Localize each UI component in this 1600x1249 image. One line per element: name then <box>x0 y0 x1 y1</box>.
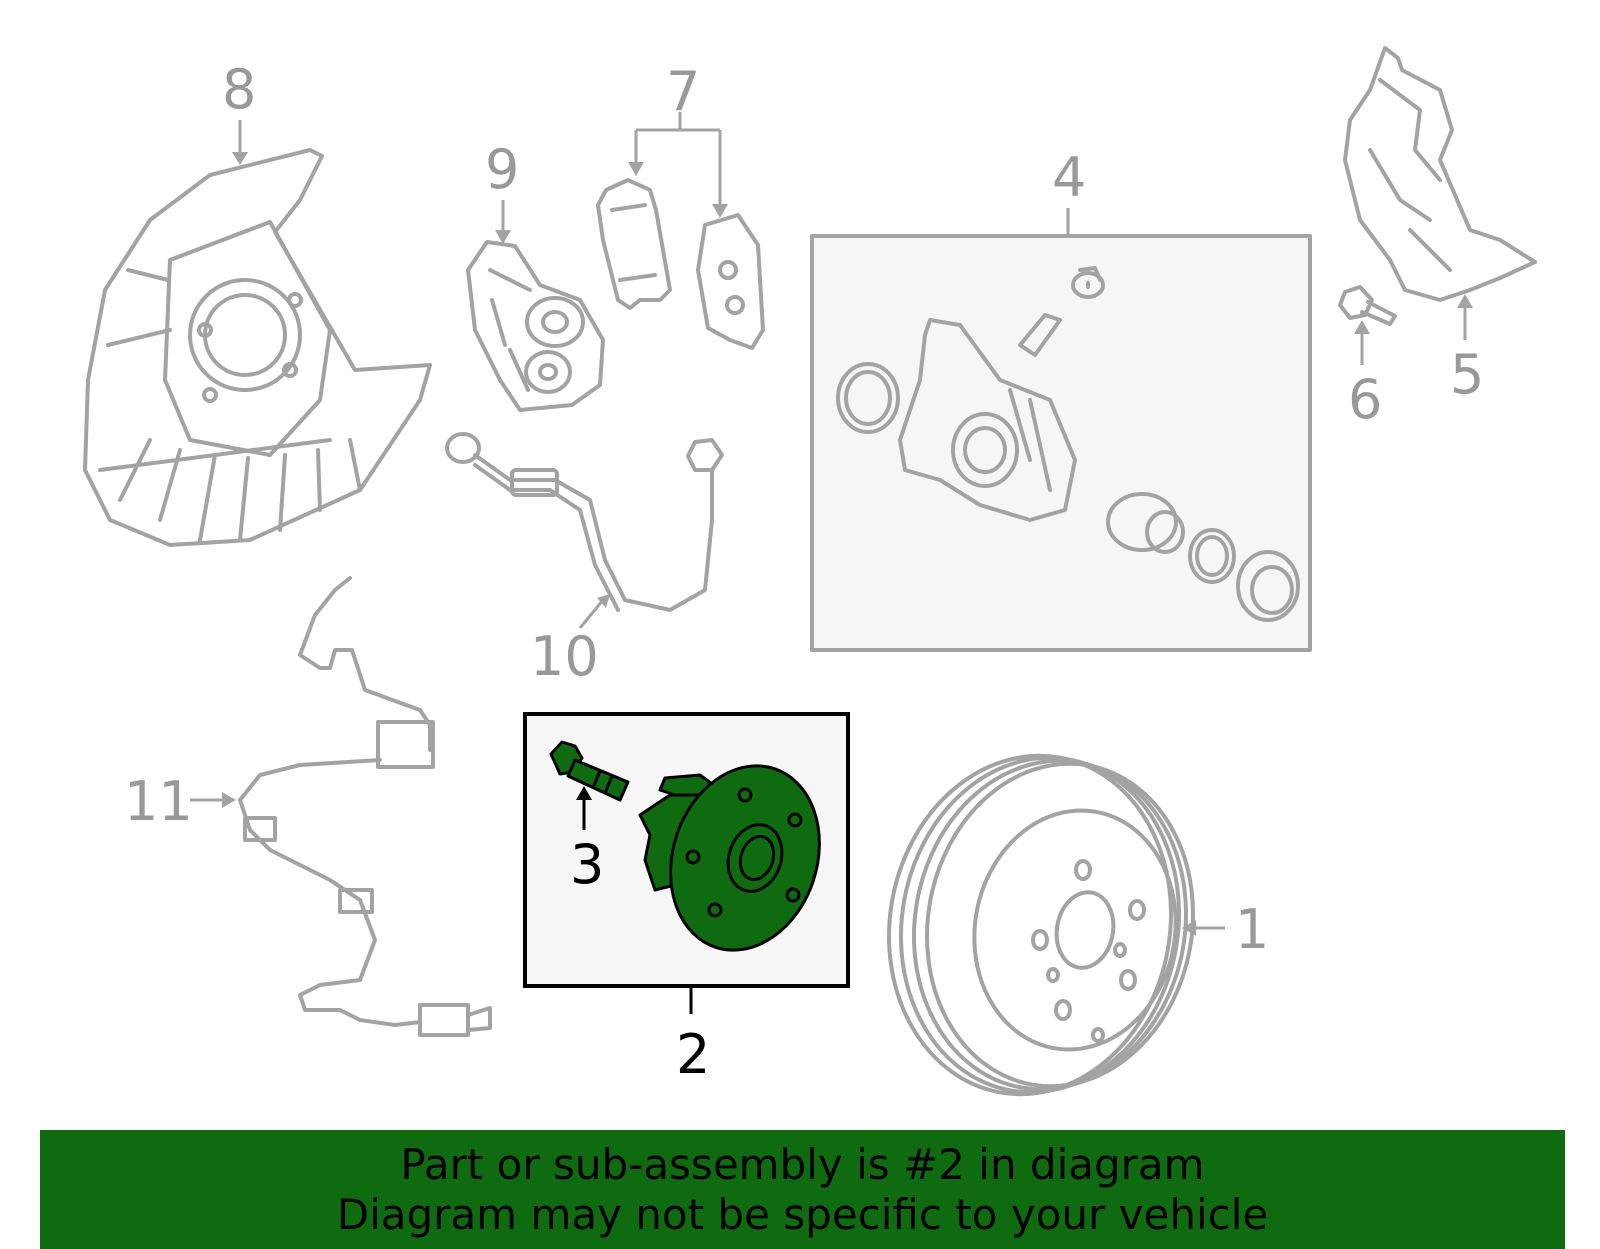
callout-6: 6 <box>1348 368 1382 431</box>
part-4-caliper-assembly[interactable] <box>836 266 1300 622</box>
arrow-7b <box>712 204 728 218</box>
callout-7: 7 <box>666 60 700 123</box>
arrow-10 <box>597 594 610 608</box>
leader-10 <box>578 599 605 629</box>
leader-7 <box>634 112 722 212</box>
info-banner: Part or sub-assembly is #2 in diagram Di… <box>40 1130 1565 1249</box>
callout-1: 1 <box>1235 898 1269 961</box>
arrow-9 <box>495 230 511 244</box>
part-7-brake-pads[interactable] <box>596 178 765 350</box>
part-3-hub-bolt[interactable] <box>549 740 630 802</box>
callout-4: 4 <box>1052 146 1086 209</box>
callout-5: 5 <box>1450 343 1484 406</box>
part-6-bolt[interactable] <box>1338 285 1397 326</box>
callout-10: 10 <box>530 625 599 688</box>
part-9-caliper-support[interactable] <box>466 240 605 412</box>
banner-line-2: Diagram may not be specific to your vehi… <box>336 1190 1269 1239</box>
part-5-bracket[interactable] <box>1343 46 1537 302</box>
arrow-6 <box>1354 320 1370 334</box>
arrow-3 <box>576 786 592 800</box>
arrow-5 <box>1457 294 1473 308</box>
arrow-11 <box>222 792 236 808</box>
part-10-brake-hose[interactable] <box>445 432 724 612</box>
arrow-1 <box>1182 920 1196 936</box>
arrow-7a <box>628 162 644 176</box>
part-4-box <box>810 234 1312 652</box>
callout-3: 3 <box>570 833 604 896</box>
callout-11: 11 <box>124 770 193 833</box>
callout-2: 2 <box>676 1023 710 1086</box>
part-11-abs-sensor[interactable] <box>238 576 492 1037</box>
part-1-rotor[interactable] <box>863 733 1219 1116</box>
banner-line-1: Part or sub-assembly is #2 in diagram <box>400 1140 1205 1189</box>
part-2-hub-assembly[interactable] <box>638 746 843 969</box>
arrow-8 <box>232 152 248 165</box>
callout-9: 9 <box>485 138 519 201</box>
callout-8: 8 <box>222 58 256 121</box>
part-8-dust-shield[interactable] <box>83 148 432 547</box>
